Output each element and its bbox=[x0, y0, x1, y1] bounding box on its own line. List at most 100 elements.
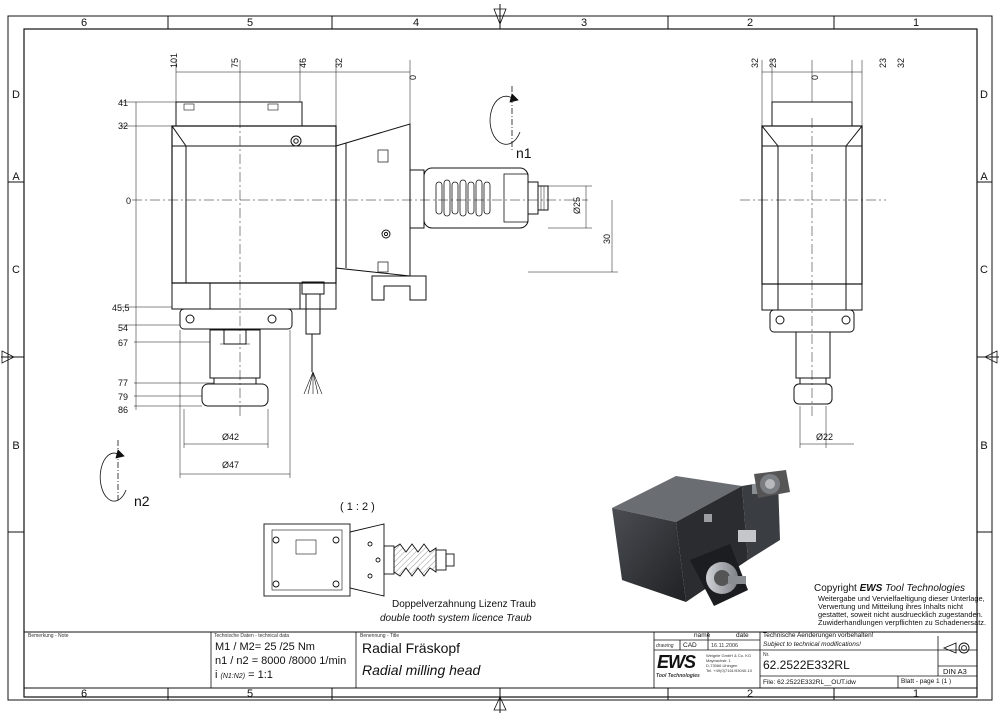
main-view bbox=[171, 101, 549, 407]
dim-top-0: 0 bbox=[408, 75, 418, 80]
copyright-suffix: Tool Technologies bbox=[882, 583, 966, 594]
col-label-3: 3 bbox=[581, 17, 587, 29]
col-label-2-bottom: 2 bbox=[747, 688, 753, 700]
copyright-notice: Copyright EWS Tool Technologies bbox=[814, 583, 965, 594]
address-line: Maybachstr. 1 bbox=[706, 658, 731, 663]
address-line: Weigele GmbH & Co. KG bbox=[706, 653, 752, 658]
dim-d47: Ø47 bbox=[222, 460, 239, 470]
detail-scale: ( 1 : 2 ) bbox=[340, 501, 375, 513]
side-dim-0: 0 bbox=[810, 75, 820, 80]
dim-top-46: 46 bbox=[298, 58, 308, 68]
copyright-prefix: Copyright bbox=[814, 583, 860, 594]
main-dim-texts: 101 75 46 32 0 41 32 0 45,5 54 67 77 79 … bbox=[112, 53, 612, 470]
dim-left-54: 54 bbox=[118, 323, 128, 333]
drawing-name: CAD bbox=[683, 642, 697, 649]
dim-left-86: 86 bbox=[118, 405, 128, 415]
dim-d25: Ø25 bbox=[572, 197, 582, 214]
dim-top-75: 75 bbox=[230, 58, 240, 68]
col-label-6-bottom: 6 bbox=[81, 688, 87, 700]
sheet-number: Blatt - page 1 (1 ) bbox=[901, 678, 952, 685]
rotation-n2-symbol bbox=[99, 440, 127, 502]
ratio-sub: (N1:N2) bbox=[220, 673, 246, 680]
row-label-b-right: B bbox=[980, 440, 987, 452]
title-label: Benennung - Title bbox=[360, 633, 400, 639]
copyright-line: Zuwiderhandlungen verpflichten zu Schade… bbox=[818, 618, 987, 627]
main-dimensions bbox=[120, 60, 618, 478]
address: Weigele GmbH & Co. KG Maybachstr. 1 D-73… bbox=[706, 653, 752, 673]
torque-value: M1 / M2= 25 /25 Nm bbox=[215, 641, 315, 653]
row-label-a: A bbox=[12, 171, 20, 183]
rotation-n1-symbol bbox=[489, 86, 521, 150]
copyright-lines: Weitergabe und Vervielfaeltigung dieser … bbox=[818, 594, 987, 627]
col-label-5-bottom: 5 bbox=[247, 688, 253, 700]
ews-logo-sub: Tool Technologies bbox=[656, 673, 700, 679]
part-number-label: Nr. bbox=[763, 652, 770, 658]
dim-top-101: 101 bbox=[169, 53, 179, 68]
speed-value: n1 / n2 = 8000 /8000 1/min bbox=[215, 655, 347, 667]
row-label-d: D bbox=[12, 89, 20, 101]
side-dim-32-left: 32 bbox=[750, 58, 760, 68]
dim-top-32: 32 bbox=[334, 58, 344, 68]
dim-30: 30 bbox=[602, 234, 612, 244]
rotation-n1-label: n1 bbox=[516, 145, 532, 161]
col-label-4: 4 bbox=[413, 17, 419, 29]
dim-left-41: 41 bbox=[118, 98, 128, 108]
changes-german: Technische Aenderungen vorbehalten! bbox=[763, 632, 874, 639]
row-drawing-label: drawing bbox=[656, 643, 674, 649]
row-label-a-right: A bbox=[980, 171, 988, 183]
row-label-d-right: D bbox=[980, 89, 988, 101]
row-label-c: C bbox=[12, 264, 20, 276]
copyright-line: Weitergabe und Vervielfaeltigung dieser … bbox=[818, 594, 985, 603]
detail-note-de: Doppelverzahnung Lizenz Traub bbox=[392, 599, 536, 610]
dim-left-45-5: 45,5 bbox=[112, 303, 130, 313]
side-dim-texts: 32 23 0 23 32 Ø22 bbox=[750, 58, 906, 442]
title-english: Radial milling head bbox=[362, 662, 481, 678]
dim-left-77: 77 bbox=[118, 378, 128, 388]
rotation-n2-label: n2 bbox=[134, 493, 150, 509]
format: DIN A3 bbox=[943, 667, 967, 676]
col-label-6: 6 bbox=[81, 17, 87, 29]
remarks-label: Bemerkung - Note bbox=[28, 633, 69, 639]
col-label-2: 2 bbox=[747, 17, 753, 29]
title-german: Radial Fräskopf bbox=[362, 640, 461, 656]
ratio-prefix: i bbox=[215, 669, 218, 681]
address-line: D-73066 Uhingen bbox=[706, 663, 738, 668]
col-label-5: 5 bbox=[247, 17, 253, 29]
changes-english: Subject to technical modifications! bbox=[763, 641, 861, 648]
copyright-line: Verwertung und Mitteilung ihres Inhalts … bbox=[818, 602, 964, 611]
dim-left-0: 0 bbox=[126, 196, 131, 206]
col-name-header: name bbox=[694, 632, 711, 639]
copyright-line: gestattet, soweit nicht ausdruecklich zu… bbox=[818, 610, 983, 619]
side-dim-32-right: 32 bbox=[896, 58, 906, 68]
ratio-value: = 1:1 bbox=[248, 669, 273, 681]
render-3d bbox=[612, 470, 790, 606]
drawing-date: 16.11.2006 bbox=[711, 643, 739, 649]
bellows bbox=[435, 179, 491, 217]
dim-left-67: 67 bbox=[118, 338, 128, 348]
part-number: 62.2522E332RL bbox=[763, 658, 850, 672]
projection-symbol-icon bbox=[942, 642, 970, 654]
col-date-header: date bbox=[736, 632, 749, 639]
side-dim-d22: Ø22 bbox=[816, 432, 833, 442]
detail-note-en: double tooth system licence Traub bbox=[380, 613, 532, 624]
dim-left-79: 79 bbox=[118, 392, 128, 402]
drawing-frame bbox=[1, 4, 999, 713]
side-view bbox=[761, 60, 863, 448]
row-label-b: B bbox=[12, 440, 19, 452]
row-label-c-right: C bbox=[980, 264, 988, 276]
address-line: Tel. +49(0)7161/93040-10 bbox=[706, 668, 752, 673]
side-dim-23-right: 23 bbox=[878, 58, 888, 68]
copyright-brand: EWS bbox=[859, 583, 883, 594]
dim-left-32: 32 bbox=[118, 121, 128, 131]
center-lines bbox=[132, 118, 886, 418]
title-block-lines bbox=[24, 631, 977, 689]
ews-logo: EWS bbox=[657, 652, 696, 672]
file-name: File: 62.2522E332RL__OUT.idw bbox=[763, 679, 856, 686]
side-dim-23-left: 23 bbox=[768, 58, 778, 68]
col-label-1: 1 bbox=[913, 17, 919, 29]
ratio-row: i (N1:N2) = 1:1 bbox=[215, 669, 273, 681]
col-label-1-bottom: 1 bbox=[913, 688, 919, 700]
dim-d42: Ø42 bbox=[222, 432, 239, 442]
detail-view bbox=[263, 523, 455, 597]
